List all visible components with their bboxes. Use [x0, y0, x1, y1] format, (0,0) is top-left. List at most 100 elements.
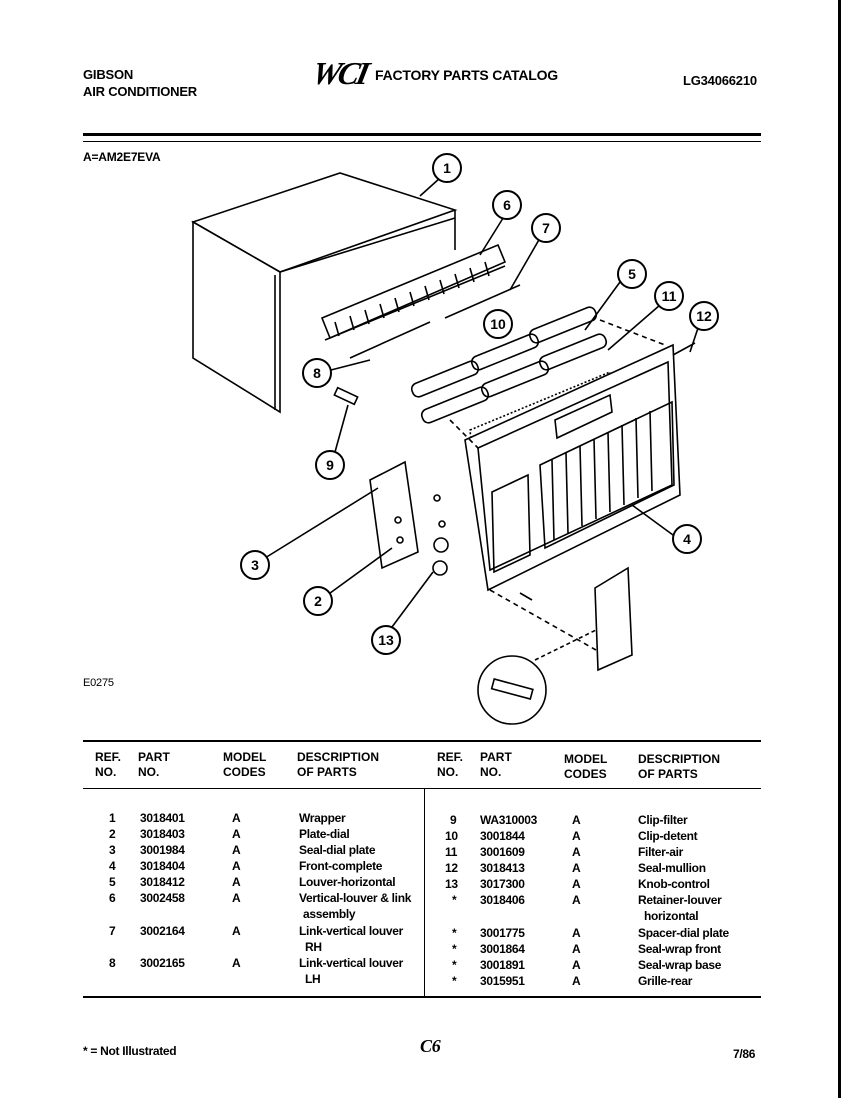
model-code: A — [572, 861, 581, 875]
table-rule-bottom — [83, 996, 761, 998]
model-code: A — [572, 877, 581, 891]
description: Grille-rear — [638, 974, 693, 988]
callout-13 — [371, 625, 401, 655]
product-name: AIR CONDITIONER — [83, 84, 198, 99]
description: Front-complete — [299, 859, 383, 873]
model-code: A — [232, 891, 241, 905]
model-code: A — [572, 958, 581, 972]
callout-1 — [432, 153, 462, 183]
model-code: A — [232, 811, 241, 825]
part-no: 3001609 — [480, 845, 525, 859]
header-part-2-right: NO. — [480, 765, 502, 779]
part-no: WA310003 — [480, 813, 537, 827]
description: Link-vertical louver — [299, 924, 404, 938]
part-no: 3001864 — [480, 942, 525, 956]
model-code: A — [232, 827, 241, 841]
header-desc-2-right: OF PARTS — [638, 767, 698, 781]
brand-name: GIBSON — [83, 67, 134, 82]
model-code: A — [572, 942, 581, 956]
part-no: 3001984 — [140, 843, 185, 857]
callout-9 — [315, 450, 345, 480]
header-ref-1: REF. — [95, 750, 122, 764]
header-rule-top — [83, 133, 761, 136]
ref-no: 10 — [445, 829, 458, 843]
callout-5 — [617, 259, 647, 289]
exploded-parts-diagram: 1 6 7 5 11 12 10 8 9 3 2 4 13 — [191, 153, 719, 725]
model-code: A — [572, 845, 581, 859]
description: Louver-horizontal — [299, 875, 396, 889]
callout-label: 12 — [696, 308, 712, 324]
ref-no: * — [452, 958, 457, 972]
header-model-2-right: CODES — [564, 767, 607, 781]
model-code: A — [572, 926, 581, 940]
callout-label: 11 — [662, 288, 677, 304]
header-ref-2-right: NO. — [437, 765, 459, 779]
description: Link-vertical louver — [299, 956, 404, 970]
horizontal-louvers — [410, 306, 608, 424]
ref-no: * — [452, 974, 457, 988]
callout-label: 6 — [503, 197, 511, 213]
description: Plate-dial — [299, 827, 350, 841]
catalog-title: FACTORY PARTS CATALOG — [375, 67, 558, 83]
model-code: A — [572, 974, 581, 988]
catalog-code: LG34066210 — [683, 73, 757, 88]
description: Wrapper — [299, 811, 346, 825]
header-desc-1: DESCRIPTION — [297, 750, 380, 764]
callout-11 — [654, 281, 684, 311]
part-no: 3018412 — [140, 875, 185, 889]
callout-8 — [302, 358, 332, 388]
model-code: A — [232, 843, 241, 857]
callout-label: 3 — [251, 557, 259, 573]
ref-no: 1 — [109, 811, 116, 825]
part-no: 3001775 — [480, 926, 525, 940]
ref-no: * — [452, 942, 457, 956]
description: Vertical-louver & link — [299, 891, 412, 905]
callout-10 — [483, 309, 513, 339]
model-code: A — [572, 829, 581, 843]
ref-no: 13 — [445, 877, 458, 891]
table-header-rule — [83, 788, 761, 789]
callout-label: 2 — [314, 593, 322, 609]
vertical-louver-assembly — [320, 243, 507, 341]
description: Spacer-dial plate — [638, 926, 729, 940]
part-no: 3018401 — [140, 811, 185, 825]
part-no: 3001844 — [480, 829, 525, 843]
header-part-1: PART — [138, 750, 170, 764]
callout-2 — [303, 586, 333, 616]
description: Knob-control — [638, 877, 710, 891]
description-cont: assembly — [303, 907, 356, 921]
ref-no: 3 — [109, 843, 116, 857]
callout-label: 9 — [326, 457, 334, 473]
model-code: A — [232, 875, 241, 889]
model-code: A — [232, 924, 241, 938]
callout-label: 4 — [683, 531, 691, 547]
part-no: 3001891 — [480, 958, 525, 972]
ref-no: 2 — [109, 827, 116, 841]
header-ref-1-right: REF. — [437, 750, 464, 764]
callout-bubbles — [240, 153, 719, 655]
part-no: 3002165 — [140, 956, 185, 970]
callout-label: 13 — [378, 632, 394, 648]
callout-label: 1 — [443, 160, 451, 176]
part-no: 3002164 — [140, 924, 185, 938]
header-part-2: NO. — [138, 765, 160, 779]
ref-no: 4 — [109, 859, 116, 873]
footnote: * = Not Illustrated — [83, 1044, 177, 1058]
ref-no: 11 — [445, 845, 458, 859]
description: Seal-wrap base — [638, 958, 722, 972]
table-center-divider — [424, 788, 425, 996]
description: Clip-detent — [638, 829, 698, 843]
description: Retainer-louver — [638, 893, 722, 907]
description: Filter-air — [638, 845, 684, 859]
model-code: A — [232, 956, 241, 970]
part-no: 3018404 — [140, 859, 185, 873]
callout-12 — [689, 301, 719, 331]
ref-no: * — [452, 893, 457, 907]
callout-label: 5 — [628, 266, 636, 282]
ref-no: 5 — [109, 875, 116, 889]
table-rule-top — [83, 740, 761, 742]
date: 7/86 — [733, 1047, 756, 1061]
header-model-1-right: MODEL — [564, 752, 608, 766]
header-part-1-right: PART — [480, 750, 512, 764]
ref-no: * — [452, 926, 457, 940]
